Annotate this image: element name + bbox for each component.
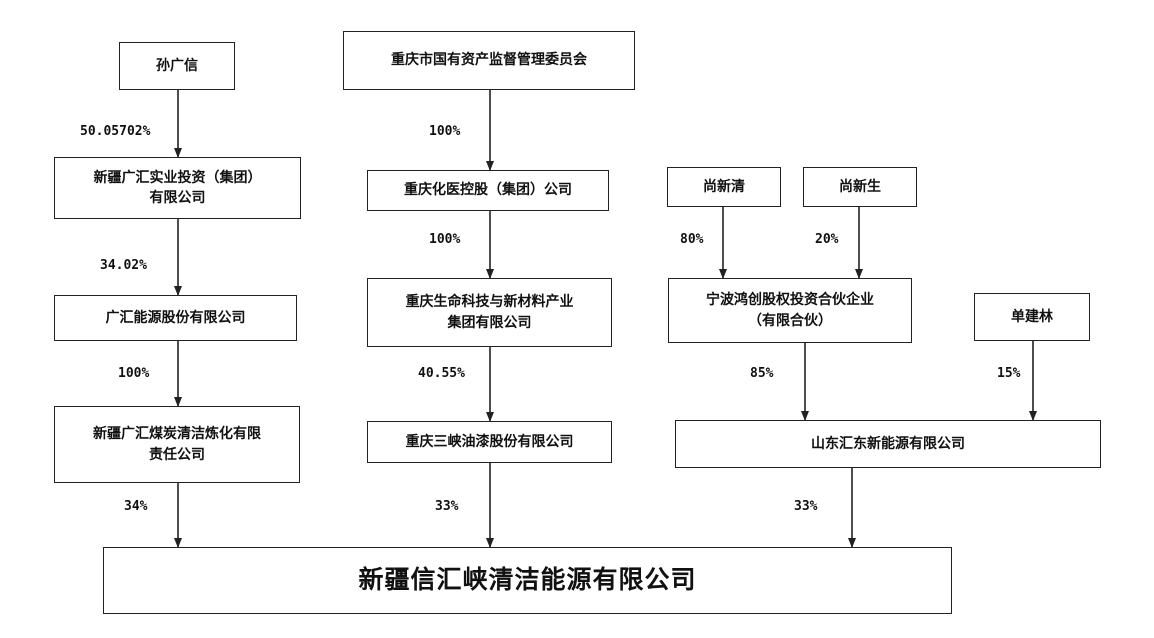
label-sasac-to-chemical-pharma: 100% <box>429 124 461 139</box>
label-jianlin-to-huidong: 15% <box>997 366 1021 381</box>
node-chongqing-sasac: 重庆市国有资产监督管理委员会 <box>343 31 635 90</box>
node-ningbo-hongchuang: 宁波鸿创股权投资合伙企业 （有限合伙） <box>668 278 912 343</box>
node-sun-guangxin: 孙广信 <box>119 42 235 90</box>
node-shandong-huidong: 山东汇东新能源有限公司 <box>675 420 1101 468</box>
node-shang-xinsheng: 尚新生 <box>803 167 917 207</box>
label-coal-to-xinhui: 34% <box>124 499 148 514</box>
node-chongqing-chemical-pharma: 重庆化医控股（集团）公司 <box>367 170 609 211</box>
label-energy-to-coal: 100% <box>118 366 150 381</box>
node-xinjiang-guanghui-coal: 新疆广汇煤炭清洁炼化有限 责任公司 <box>54 406 300 483</box>
node-shan-jianlin: 单建林 <box>974 293 1090 341</box>
label-ningbo-to-huidong: 85% <box>750 366 774 381</box>
label-xinqing-to-ningbo: 80% <box>680 232 704 247</box>
label-huidong-to-xinhui: 33% <box>794 499 818 514</box>
label-guanghui-invest-to-energy: 34.02% <box>100 258 147 273</box>
label-xinsheng-to-ningbo: 20% <box>815 232 839 247</box>
label-life-science-to-paint: 40.55% <box>418 366 465 381</box>
node-xinjiang-xinhui-sanxia: 新疆信汇峡清洁能源有限公司 <box>103 547 952 614</box>
node-guanghui-energy: 广汇能源股份有限公司 <box>54 295 297 341</box>
node-shang-xinqing: 尚新清 <box>667 167 781 207</box>
label-chemical-pharma-to-life-science: 100% <box>429 232 461 247</box>
node-xinjiang-guanghui-invest: 新疆广汇实业投资（集团） 有限公司 <box>54 157 301 219</box>
node-chongqing-sanxia-paint: 重庆三峡油漆股份有限公司 <box>367 421 612 463</box>
node-chongqing-life-science: 重庆生命科技与新材料产业 集团有限公司 <box>367 278 612 347</box>
label-sun-to-guanghui-invest: 50.05702% <box>80 124 151 139</box>
label-paint-to-xinhui: 33% <box>435 499 459 514</box>
